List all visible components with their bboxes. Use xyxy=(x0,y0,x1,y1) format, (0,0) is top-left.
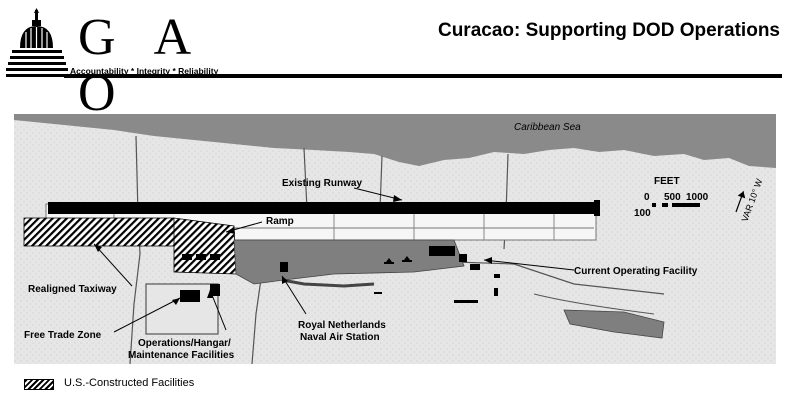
label-free-trade-zone: Free Trade Zone xyxy=(24,330,102,341)
label-royal-netherlands-1: Royal Netherlands xyxy=(298,320,386,331)
runway-end-marker xyxy=(594,200,600,216)
airfield-map: Caribbean Sea xyxy=(14,114,776,365)
label-ramp: Ramp xyxy=(266,216,294,227)
label-existing-runway: Existing Runway xyxy=(282,178,362,189)
gao-logo: G A O Accountability * Integrity * Relia… xyxy=(6,8,238,122)
legend-label: U.S.-Constructed Facilities xyxy=(64,377,195,389)
header-divider xyxy=(64,74,782,78)
realigned-taxiway-hatch xyxy=(23,217,177,247)
scale-tick-1000: 1000 xyxy=(686,192,709,203)
scale-tick-500: 500 xyxy=(664,192,681,203)
label-realigned-taxiway: Realigned Taxiway xyxy=(28,284,117,295)
label-operations-hangar-1: Operations/Hangar/ xyxy=(138,338,231,349)
operations-hangar-buildings xyxy=(182,254,288,296)
caribbean-sea xyxy=(14,114,776,168)
capitol-dome-icon xyxy=(6,8,68,77)
leader-arrowheads xyxy=(94,195,492,305)
label-current-operating-facility: Current Operating Facility xyxy=(574,266,698,277)
aircraft-icons xyxy=(384,256,412,264)
sea-label: Caribbean Sea xyxy=(514,122,581,133)
logo-tagline: Accountability * Integrity * Reliability xyxy=(70,66,219,76)
scale-tick-0: 0 xyxy=(644,192,650,203)
ramp-hatch xyxy=(173,217,237,275)
naval-air-station-buildings xyxy=(374,288,498,303)
legend-hatch-swatch xyxy=(24,379,54,390)
free-trade-zone-building xyxy=(180,290,200,302)
label-royal-netherlands-2: Naval Air Station xyxy=(300,332,380,343)
scale-bar: FEET 0 500 1000 100 xyxy=(634,176,709,219)
scale-unit: FEET xyxy=(654,176,680,187)
map-svg: Caribbean Sea xyxy=(14,114,776,365)
label-operations-hangar-2: Maintenance Facilities xyxy=(128,350,235,361)
scale-tick-100: 100 xyxy=(634,208,651,219)
current-operating-facility xyxy=(429,246,500,278)
page-header: G A O Accountability * Integrity * Relia… xyxy=(0,0,800,122)
page-title: Curacao: Supporting DOD Operations xyxy=(437,20,780,41)
existing-runway xyxy=(48,202,598,214)
apron xyxy=(233,239,465,285)
lagoon xyxy=(563,309,665,339)
